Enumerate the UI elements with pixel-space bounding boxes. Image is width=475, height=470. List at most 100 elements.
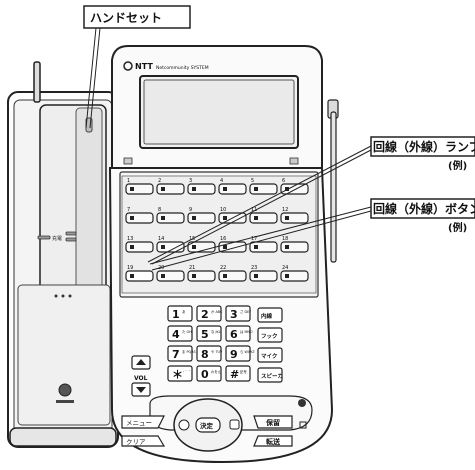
keypad-key-body [225, 305, 251, 322]
keypad-sub: な JKL [211, 329, 221, 334]
line-key-body [280, 212, 309, 224]
line-key[interactable]: 12 [280, 207, 309, 224]
keypad-key-body [167, 325, 193, 342]
line-key[interactable]: 7 [125, 207, 154, 224]
line-key-body [125, 183, 154, 195]
line-key-number: 7 [127, 207, 130, 213]
keypad-sub: わをん [211, 369, 222, 374]
keypad-digit: 5 [201, 328, 209, 341]
keypad-sub: や TUV [211, 349, 223, 354]
line-key[interactable]: 3 [187, 178, 216, 195]
line-key-number: 22 [220, 265, 226, 271]
line-key[interactable]: 19 [125, 265, 154, 282]
hold-button[interactable] [253, 415, 293, 429]
line-lamp-icon [223, 245, 227, 249]
side-key[interactable]: マイク [257, 347, 283, 363]
keypad-digit: 3 [230, 308, 238, 321]
handset-callout: ハンドセット [83, 5, 191, 129]
keypad-digit: 4 [172, 328, 180, 341]
keypad-key[interactable]: #記号 [225, 365, 251, 382]
side-key-label: マイク [261, 352, 277, 360]
keypad-key[interactable]: ＊・゛゜ [167, 365, 193, 382]
line-key[interactable]: 4 [218, 178, 247, 195]
line-key[interactable]: 5 [249, 178, 278, 195]
keypad-key-body [167, 305, 193, 322]
line-key-body [249, 270, 278, 282]
line-lamp-icon [223, 216, 227, 220]
keypad-sub: ら WXYZ [240, 349, 255, 354]
clear-button[interactable] [121, 435, 166, 447]
line-key[interactable]: 17 [249, 236, 278, 253]
confirm-button[interactable] [195, 417, 221, 433]
line-key[interactable]: 8 [156, 207, 185, 224]
line-lamp-icon [130, 274, 134, 278]
line-lamp-label: 回線（外線）ランプ [373, 139, 475, 154]
keypad-sub: か ABC [211, 309, 223, 314]
line-lamp-icon [161, 187, 165, 191]
keypad-sub: 記号 [240, 369, 247, 374]
side-key[interactable]: 内線 [257, 307, 283, 323]
line-key[interactable]: 21 [187, 265, 216, 282]
line-lamp-icon [254, 187, 258, 191]
line-key[interactable]: 2 [156, 178, 185, 195]
line-key[interactable]: 18 [280, 236, 309, 253]
side-key-body [257, 347, 283, 363]
keypad-digit: ＊ [172, 368, 183, 381]
line-key[interactable]: 23 [249, 265, 278, 282]
keypad-sub: あ [182, 309, 186, 314]
line-key-body [125, 241, 154, 253]
side-key-label: フック [261, 332, 278, 340]
line-key[interactable]: 22 [218, 265, 247, 282]
line-key-number: 18 [282, 236, 288, 242]
handset-label: ハンドセット [90, 11, 162, 25]
side-key[interactable]: スピーカ [257, 367, 283, 383]
nav-left-icon [178, 419, 190, 431]
line-key[interactable]: 11 [249, 207, 278, 224]
transfer-button[interactable] [253, 435, 293, 447]
keypad-digit: 2 [201, 308, 209, 321]
line-key[interactable]: 13 [125, 236, 154, 253]
keypad-digit: 0 [201, 368, 209, 381]
line-key-number: 11 [251, 207, 257, 213]
transfer-label: 転送 [266, 437, 281, 446]
line-key-body [156, 270, 185, 282]
line-key-body [156, 183, 185, 195]
line-lamp-callout: 回線（外線）ランプ (例) [147, 136, 475, 265]
keypad-key-body [167, 345, 193, 362]
line-key-body [187, 270, 216, 282]
keypad-key-body [167, 365, 193, 382]
line-key-number: 12 [282, 207, 288, 213]
line-key[interactable]: 9 [187, 207, 216, 224]
line-lamp-icon [161, 216, 165, 220]
line-key[interactable]: 1 [125, 178, 154, 195]
line-key[interactable]: 24 [280, 265, 309, 282]
keypad-digit: 6 [230, 328, 238, 341]
line-lamp-icon [285, 187, 289, 191]
side-key[interactable]: フック [257, 327, 283, 343]
side-key-body [257, 307, 283, 323]
ntt-emblem-icon [58, 383, 72, 397]
volume-down-icon [136, 387, 146, 393]
line-key-number: 14 [158, 236, 164, 242]
line-lamp-icon [192, 187, 196, 191]
keypad-digit: # [230, 368, 239, 381]
line-key-body [187, 212, 216, 224]
line-key[interactable]: 14 [156, 236, 185, 253]
line-lamp-icon [161, 274, 165, 278]
line-key-body [249, 183, 278, 195]
menu-button[interactable] [121, 415, 165, 429]
line-key-body [125, 270, 154, 282]
